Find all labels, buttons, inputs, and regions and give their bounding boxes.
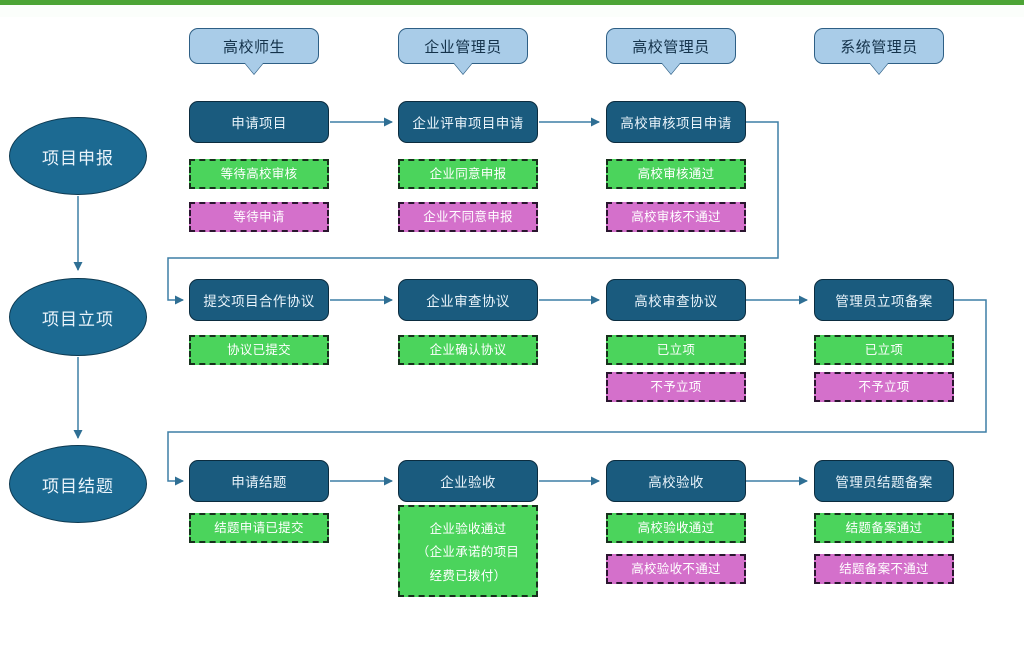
process-node-r2c1[interactable]: 提交项目合作协议: [189, 279, 329, 321]
status-label: 企业确认协议: [429, 342, 507, 358]
status-label: 高校验收不通过: [631, 561, 721, 577]
process-label: 提交项目合作协议: [203, 294, 315, 310]
process-node-r1c2[interactable]: 企业评审项目申请: [398, 101, 538, 143]
status-label: 高校审核不通过: [631, 209, 721, 225]
top-accent-bar: [0, 0, 1024, 5]
role-header-label: 高校师生: [222, 37, 285, 56]
role-header-label: 高校管理员: [632, 37, 710, 56]
status-label: 已立项: [656, 342, 696, 358]
stage-label: 项目申报: [42, 148, 114, 169]
status-label: 企业同意申报: [429, 166, 507, 182]
status-label: 结题备案不通过: [839, 561, 929, 577]
process-label: 高校验收: [648, 475, 704, 491]
process-label: 申请项目: [231, 116, 287, 132]
process-node-r2c4[interactable]: 管理员立项备案: [814, 279, 954, 321]
status-chip-r3c1-ok: 结题申请已提交: [189, 513, 329, 543]
status-chip-r3c3-no: 高校验收不通过: [606, 554, 746, 584]
top-background-strip: [0, 5, 1024, 17]
process-label: 高校审查协议: [634, 294, 718, 310]
callout-tail-icon: [245, 63, 263, 74]
process-label: 企业评审项目申请: [412, 116, 524, 132]
stage-node-1: 项目立项: [9, 278, 147, 356]
role-header-label: 系统管理员: [840, 37, 918, 56]
status-chip-r1c2-ok: 企业同意申报: [398, 159, 538, 189]
process-label: 高校审核项目申请: [620, 116, 732, 132]
process-node-r1c3[interactable]: 高校审核项目申请: [606, 101, 746, 143]
role-header-1: 企业管理员: [398, 28, 528, 74]
stage-label: 项目立项: [42, 309, 114, 330]
status-label: 等待高校审核: [220, 166, 298, 182]
status-label: 高校审核通过: [637, 166, 715, 182]
stage-node-0: 项目申报: [9, 117, 147, 195]
process-label: 申请结题: [231, 475, 287, 491]
status-label: 不予立项: [650, 379, 702, 395]
status-label-line-2: （企业承诺的项目: [416, 544, 520, 560]
process-label: 管理员立项备案: [835, 294, 933, 310]
status-label-line-1: 企业验收通过: [429, 521, 507, 537]
status-label: 结题申请已提交: [214, 520, 304, 536]
status-chip-r3c3-ok: 高校验收通过: [606, 513, 746, 543]
status-chip-r3c2-ok: 企业验收通过 （企业承诺的项目 经费已拨付）: [398, 505, 538, 597]
process-node-r3c4[interactable]: 管理员结题备案: [814, 460, 954, 502]
status-chip-r2c1-ok: 协议已提交: [189, 335, 329, 365]
status-label: 结题备案通过: [845, 520, 923, 536]
process-node-r3c3[interactable]: 高校验收: [606, 460, 746, 502]
process-label: 管理员结题备案: [835, 475, 933, 491]
status-label: 高校验收通过: [637, 520, 715, 536]
callout-tail-icon: [662, 63, 680, 74]
status-chip-r2c3-no: 不予立项: [606, 372, 746, 402]
role-header-3: 系统管理员: [814, 28, 944, 74]
status-chip-r1c2-no: 企业不同意申报: [398, 202, 538, 232]
status-chip-r1c3-no: 高校审核不通过: [606, 202, 746, 232]
status-chip-r1c1-ok: 等待高校审核: [189, 159, 329, 189]
status-label: 等待申请: [233, 209, 285, 225]
status-chip-r2c3-ok: 已立项: [606, 335, 746, 365]
status-label: 已立项: [864, 342, 904, 358]
callout-tail-icon: [870, 63, 888, 74]
status-chip-r1c1-no: 等待申请: [189, 202, 329, 232]
role-header-0: 高校师生: [189, 28, 319, 74]
status-label: 协议已提交: [226, 342, 291, 358]
role-header-2: 高校管理员: [606, 28, 736, 74]
process-node-r3c2[interactable]: 企业验收: [398, 460, 538, 502]
status-label: 企业不同意申报: [423, 209, 513, 225]
status-chip-r2c2-ok: 企业确认协议: [398, 335, 538, 365]
status-chip-r3c4-ok: 结题备案通过: [814, 513, 954, 543]
status-chip-r1c3-ok: 高校审核通过: [606, 159, 746, 189]
stage-node-2: 项目结题: [9, 445, 147, 523]
stage-label: 项目结题: [42, 476, 114, 497]
process-node-r2c3[interactable]: 高校审查协议: [606, 279, 746, 321]
status-chip-r2c4-ok: 已立项: [814, 335, 954, 365]
status-label-line-3: 经费已拨付）: [429, 567, 507, 583]
process-node-r3c1[interactable]: 申请结题: [189, 460, 329, 502]
role-header-label: 企业管理员: [424, 37, 502, 56]
status-label: 不予立项: [858, 379, 910, 395]
process-node-r2c2[interactable]: 企业审查协议: [398, 279, 538, 321]
process-label: 企业审查协议: [426, 294, 510, 310]
process-node-r1c1[interactable]: 申请项目: [189, 101, 329, 143]
status-chip-r2c4-no: 不予立项: [814, 372, 954, 402]
status-chip-r3c4-no: 结题备案不通过: [814, 554, 954, 584]
process-label: 企业验收: [440, 475, 496, 491]
callout-tail-icon: [454, 63, 472, 74]
